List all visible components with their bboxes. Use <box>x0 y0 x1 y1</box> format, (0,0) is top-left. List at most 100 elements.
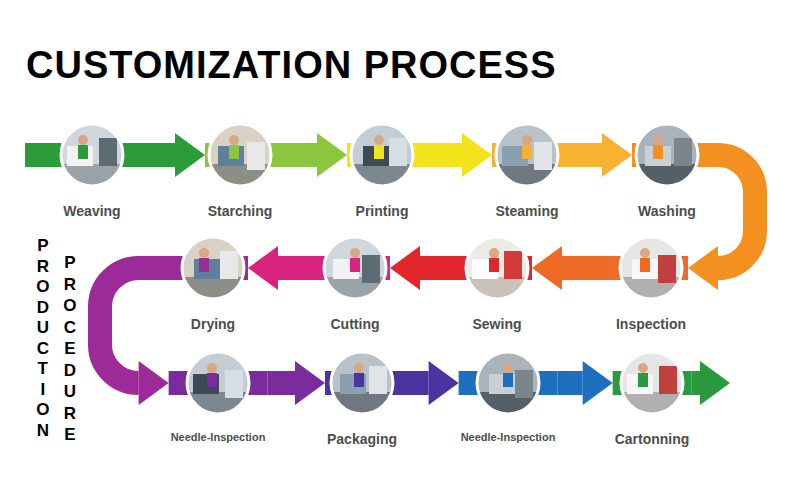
photo-border <box>324 237 386 299</box>
flow-arrow <box>275 133 347 177</box>
diagram-title: CUSTOMIZATION PROCESS <box>26 46 557 84</box>
photo-worker-head <box>638 363 648 373</box>
step-photo <box>349 122 415 188</box>
process-step: Packaging <box>325 350 399 447</box>
photo-border <box>61 124 123 186</box>
step-label: Needle-Inspection <box>461 431 556 444</box>
step-label: Needle-Inspection <box>171 431 266 444</box>
photo-worker-body <box>350 258 360 272</box>
photo-content <box>634 122 700 188</box>
step-label: Weaving <box>63 203 120 219</box>
arrow-shaft <box>562 256 614 280</box>
arrow-head <box>462 133 492 177</box>
photo-machine <box>218 146 244 166</box>
photo-machine <box>658 255 676 283</box>
photo-worker-head <box>640 248 650 258</box>
photo-machine <box>627 374 653 394</box>
photo-machine <box>247 142 265 170</box>
arrow-shaft <box>417 143 462 167</box>
photo-background <box>494 122 560 188</box>
photo-machine <box>632 259 658 279</box>
photo-machine <box>659 366 677 394</box>
process-step: Cartonning <box>613 350 692 447</box>
photo-background <box>207 122 273 188</box>
arrow-head <box>317 133 347 177</box>
process-step: Washing <box>632 122 702 219</box>
arrow-band <box>691 371 700 395</box>
photo-background <box>329 350 395 416</box>
photo-worker-body <box>374 145 384 159</box>
photo-background <box>464 235 530 301</box>
arrow-shaft <box>267 371 295 395</box>
photo-border <box>496 124 558 186</box>
photo-machine <box>389 138 407 166</box>
step-label: Cutting <box>331 316 380 332</box>
photo-worker-body <box>522 145 532 159</box>
photo-border <box>351 124 413 186</box>
side-label: PROCEDURE <box>63 252 77 446</box>
process-step: Cutting <box>320 235 390 332</box>
photo-machine <box>99 138 117 166</box>
photo-background <box>180 235 246 301</box>
step-photo <box>180 235 246 301</box>
step-photo <box>464 235 530 301</box>
process-step: Sewing <box>462 235 532 332</box>
arrow-band <box>169 371 268 395</box>
step-label: Steaming <box>495 203 558 219</box>
step-photo <box>618 235 684 301</box>
photo-machine <box>220 251 238 279</box>
step-photo <box>619 350 685 416</box>
flow-arrow <box>399 361 459 405</box>
photo-border <box>187 352 249 414</box>
step-label: Packaging <box>327 431 397 447</box>
flow-arrow <box>532 246 614 290</box>
arrow-shaft <box>275 143 317 167</box>
flow-arrow <box>390 246 462 290</box>
arrow-band <box>459 371 558 395</box>
photo-worker-head <box>522 135 532 145</box>
photo-border <box>477 352 539 414</box>
step-label: Cartonning <box>615 431 690 447</box>
arrow-head <box>248 246 278 290</box>
arrow-head <box>429 361 459 405</box>
flow-arrow <box>127 133 205 177</box>
photo-machine <box>369 366 387 394</box>
photo-worker-head <box>374 135 384 145</box>
photo-worker-body <box>207 373 217 387</box>
photo-worker-head <box>503 363 513 373</box>
step-photo <box>322 235 388 301</box>
photo-machine <box>340 374 366 394</box>
photo-worker-head <box>207 363 217 373</box>
step-label: Drying <box>191 316 235 332</box>
step-photo <box>185 350 251 416</box>
flow-arrow <box>557 361 612 405</box>
photo-worker-head <box>350 248 360 258</box>
arrow-head <box>532 246 562 290</box>
photo-machine <box>489 374 515 394</box>
photo-worker-body <box>199 258 209 272</box>
arrow-head <box>139 361 169 405</box>
step-photo <box>634 122 700 188</box>
flow-arrow <box>688 155 755 290</box>
photo-machine <box>225 370 243 398</box>
step-photo <box>494 122 560 188</box>
flow-arrow <box>417 133 492 177</box>
step-photo <box>59 122 125 188</box>
photo-worker-head <box>199 248 209 258</box>
photo-border <box>636 124 698 186</box>
flow-arrow <box>100 268 178 405</box>
arrow-head <box>688 246 718 290</box>
flow-arrow <box>267 361 325 405</box>
photo-worker-body <box>354 373 364 387</box>
photo-background <box>634 122 700 188</box>
photo-content <box>185 350 251 416</box>
photo-background <box>322 235 388 301</box>
photo-machine <box>504 251 522 279</box>
arrow-shaft <box>278 256 320 280</box>
photo-machine <box>472 259 498 279</box>
process-step: Weaving <box>57 122 127 219</box>
process-step: Needle-Inspection <box>169 350 268 444</box>
photo-worker-body <box>229 145 239 159</box>
